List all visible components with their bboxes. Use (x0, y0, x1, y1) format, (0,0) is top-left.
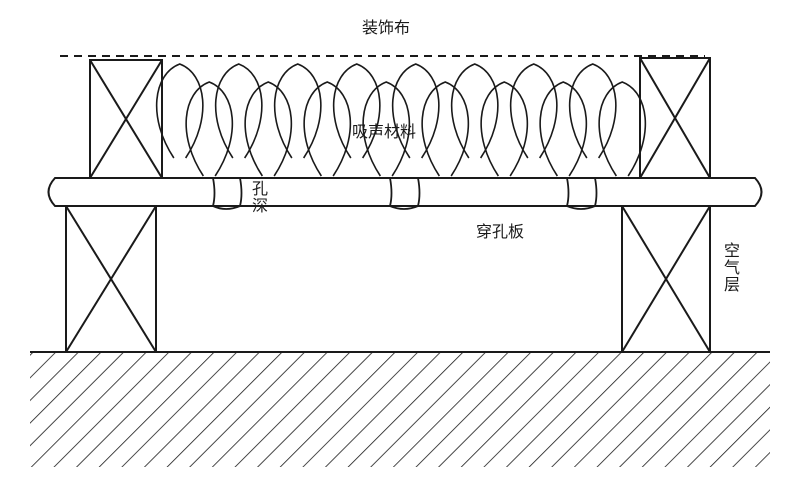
absorber-loop (421, 81, 470, 177)
label-hole-depth: 孔深 (249, 180, 268, 214)
lower-batten-right (621, 205, 711, 353)
absorber-loop (332, 63, 381, 159)
absorber-loop (303, 81, 352, 177)
lower-batten-left (65, 205, 157, 353)
upper-batten-left (89, 59, 163, 179)
wall-substrate (30, 351, 770, 467)
label-perforated-board: 穿孔板 (476, 222, 525, 241)
absorber-loop (362, 81, 411, 177)
absorber-loop (273, 63, 322, 159)
absorber-loop (568, 63, 617, 159)
absorber-loop (155, 63, 204, 159)
absorber-loop (480, 81, 529, 177)
absorber-loop (244, 81, 293, 177)
absorber-loop (539, 81, 588, 177)
upper-batten-right (639, 57, 711, 179)
absorber-loops (155, 63, 647, 177)
absorber-loop (214, 63, 263, 159)
absorber-loop (598, 81, 647, 177)
label-air-layer: 空气层 (721, 242, 740, 293)
perforated-board-shape (47, 177, 763, 207)
label-fabric: 装饰布 (362, 18, 411, 37)
board-holes (212, 177, 598, 210)
absorber-loop (391, 63, 440, 159)
absorber-loop (509, 63, 558, 159)
label-absorber: 吸声材料 (352, 122, 417, 141)
absorber-loop (450, 63, 499, 159)
absorber-loop (185, 81, 234, 177)
